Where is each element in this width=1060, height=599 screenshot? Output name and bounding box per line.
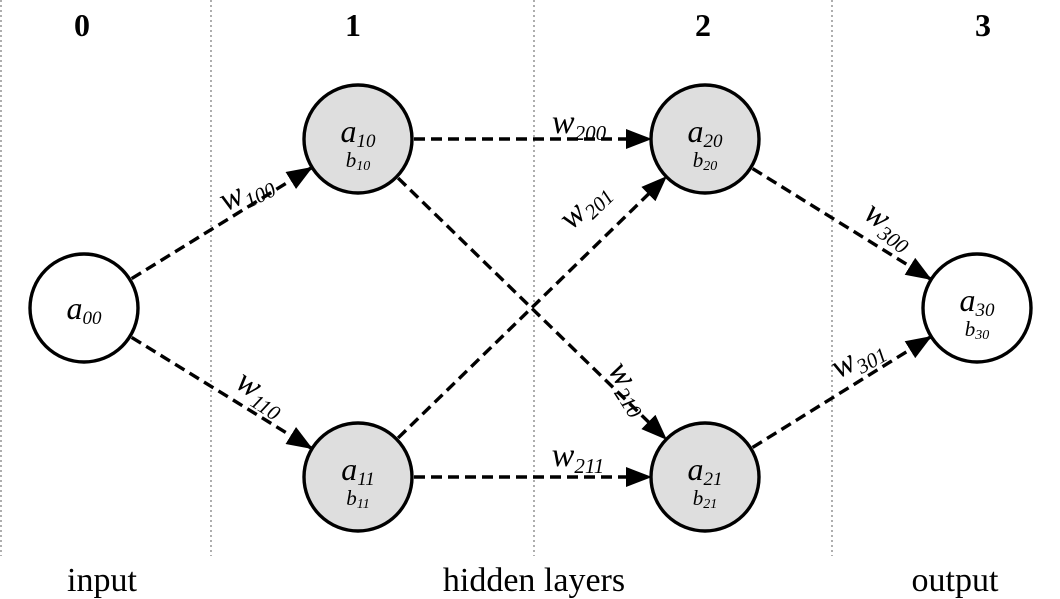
bias-symbol: b xyxy=(346,148,357,172)
bias-subscript: 21 xyxy=(703,497,717,512)
edge-a10-a21 xyxy=(396,176,668,441)
edge-a00-a10 xyxy=(130,166,313,281)
region-label-input: input xyxy=(67,562,137,599)
bias-symbol: b xyxy=(693,486,704,510)
weight-label-w300: w300 xyxy=(855,194,923,259)
weight-label-w211: w211 xyxy=(552,437,605,478)
node-symbol: a xyxy=(341,113,357,149)
weight-label-w100: w100 xyxy=(213,162,280,223)
node-bias-a30: b30 xyxy=(965,317,990,343)
bias-subscript: 10 xyxy=(356,159,370,174)
layer-numbers: 0 1 2 3 xyxy=(74,7,991,43)
node-circle-a21 xyxy=(649,421,761,533)
edge-a20-a30 xyxy=(751,167,932,281)
node-subscript: 30 xyxy=(975,300,996,321)
weight-symbol: w xyxy=(552,437,575,474)
node-bias-a11: b11 xyxy=(346,486,369,512)
node-subscript: 10 xyxy=(357,131,377,152)
bias-subscript: 11 xyxy=(357,497,370,512)
node-bias-a20: b20 xyxy=(693,148,718,174)
node-label-a11: a11 xyxy=(341,451,375,490)
weight-label-w110: w110 xyxy=(227,362,294,425)
bias-symbol: b xyxy=(965,317,976,341)
bias-subscript: 30 xyxy=(974,328,989,343)
node-circle-a10 xyxy=(302,83,414,195)
node-label-a21: a21 xyxy=(688,451,723,490)
node-circle-a11 xyxy=(302,421,414,533)
weight-subscript: 211 xyxy=(574,454,604,478)
node-label-a30: a30 xyxy=(960,282,996,321)
bias-symbol: b xyxy=(693,148,704,172)
node-circle-a30 xyxy=(921,252,1033,364)
node-symbol: a xyxy=(688,113,704,149)
node-circle-a00 xyxy=(28,252,140,364)
node-symbol: a xyxy=(688,451,704,487)
node-circle-a20 xyxy=(649,83,761,195)
node-symbol: a xyxy=(960,282,976,318)
node-subscript: 20 xyxy=(704,131,724,152)
node-bias-a21: b21 xyxy=(693,486,718,512)
edge-a21-a30 xyxy=(751,335,932,449)
node-subscript: 00 xyxy=(83,308,103,329)
node-a00: a00 xyxy=(28,252,140,364)
node-label-a20: a20 xyxy=(688,113,724,152)
node-label-a10: a10 xyxy=(341,113,377,152)
bias-symbol: b xyxy=(346,486,357,510)
region-labels: input hidden layers output xyxy=(67,562,999,599)
node-bias-a10: b10 xyxy=(346,148,371,174)
layer-number-0: 0 xyxy=(74,7,90,43)
region-label-output: output xyxy=(912,562,999,599)
node-symbol: a xyxy=(341,451,357,487)
layer-number-1: 1 xyxy=(345,7,361,43)
weight-label-w200: w200 xyxy=(552,104,607,145)
node-subscript: 11 xyxy=(357,469,375,490)
weight-symbol: w xyxy=(552,104,575,141)
layer-number-2: 2 xyxy=(695,7,711,43)
bias-subscript: 20 xyxy=(703,159,717,174)
edge-a11-a20 xyxy=(396,175,668,440)
weight-label-w201: w201 xyxy=(551,172,618,239)
node-symbol: a xyxy=(67,290,83,326)
node-subscript: 21 xyxy=(704,469,723,490)
edge-a00-a11 xyxy=(130,335,313,450)
node-label-a00: a00 xyxy=(67,290,103,329)
region-label-hidden: hidden layers xyxy=(443,562,625,599)
layer-number-3: 3 xyxy=(975,7,991,43)
weight-label-w210: w210 xyxy=(597,354,661,422)
weight-subscript: 200 xyxy=(575,121,607,145)
